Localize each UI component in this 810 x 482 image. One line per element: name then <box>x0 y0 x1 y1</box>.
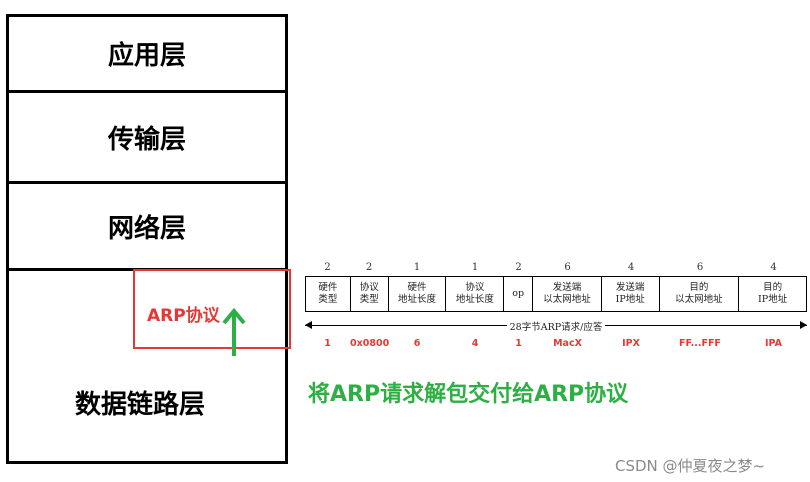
field-value: MacX <box>553 338 582 349</box>
field-size-row: 2 2 1 1 2 6 4 6 4 <box>305 262 807 276</box>
field-size: 6 <box>564 262 571 273</box>
protocol-stack: 应用层 传输层 网络层 数据链路层 <box>6 14 288 464</box>
field-cell: 协议 地址长度 <box>446 277 505 311</box>
watermark: CSDN @仲夏夜之梦~ <box>615 457 766 475</box>
field-cell: 发送端 以太网地址 <box>533 277 602 311</box>
transport-layer: 传输层 <box>9 93 285 184</box>
field-value: FF...FFF <box>679 338 721 349</box>
application-layer: 应用层 <box>9 17 285 93</box>
field-size: 6 <box>696 262 704 273</box>
field-value: 1 <box>324 338 331 349</box>
field-value: IPX <box>622 338 640 349</box>
up-arrow-icon <box>222 307 246 356</box>
field-value: 1 <box>515 338 522 349</box>
field-size: 1 <box>471 262 479 273</box>
field-cell: 协议 类型 <box>351 277 389 311</box>
network-layer: 网络层 <box>9 184 285 271</box>
field-value-row: 1 0x0800 6 4 1 MacX IPX FF...FFF IPA <box>305 338 807 352</box>
field-cell: 硬件 类型 <box>306 277 351 311</box>
field-cell: 目的 IP地址 <box>758 282 788 305</box>
arp-protocol-label: ARP协议 <box>147 306 220 326</box>
arp-protocol-box: ARP协议 <box>133 269 291 349</box>
field-cell: 目的 以太网地址 <box>660 277 740 311</box>
field-size: 2 <box>365 262 373 273</box>
field-value: IPA <box>765 338 782 349</box>
datalink-layer: 数据链路层 <box>9 271 285 461</box>
field-value: 4 <box>471 338 479 349</box>
span-label-text: 28字节ARP请求/应答 <box>506 322 606 333</box>
field-size: 4 <box>770 262 777 273</box>
field-value: 6 <box>413 338 421 349</box>
field-cell: op <box>504 277 534 311</box>
field-size: 1 <box>413 262 421 273</box>
field-value: 0x0800 <box>350 338 390 349</box>
field-cell: 硬件 地址长度 <box>389 277 447 311</box>
caption: 将ARP请求解包交付给ARP协议 <box>308 382 629 407</box>
field-cell: 发送端 IP地址 <box>602 277 660 311</box>
span-label: 28字节ARP请求/应答 <box>305 319 807 333</box>
field-size: 4 <box>627 262 635 273</box>
datalink-layer-label: 数据链路层 <box>74 390 205 420</box>
field-size: 2 <box>324 262 331 273</box>
field-size: 2 <box>515 262 522 273</box>
